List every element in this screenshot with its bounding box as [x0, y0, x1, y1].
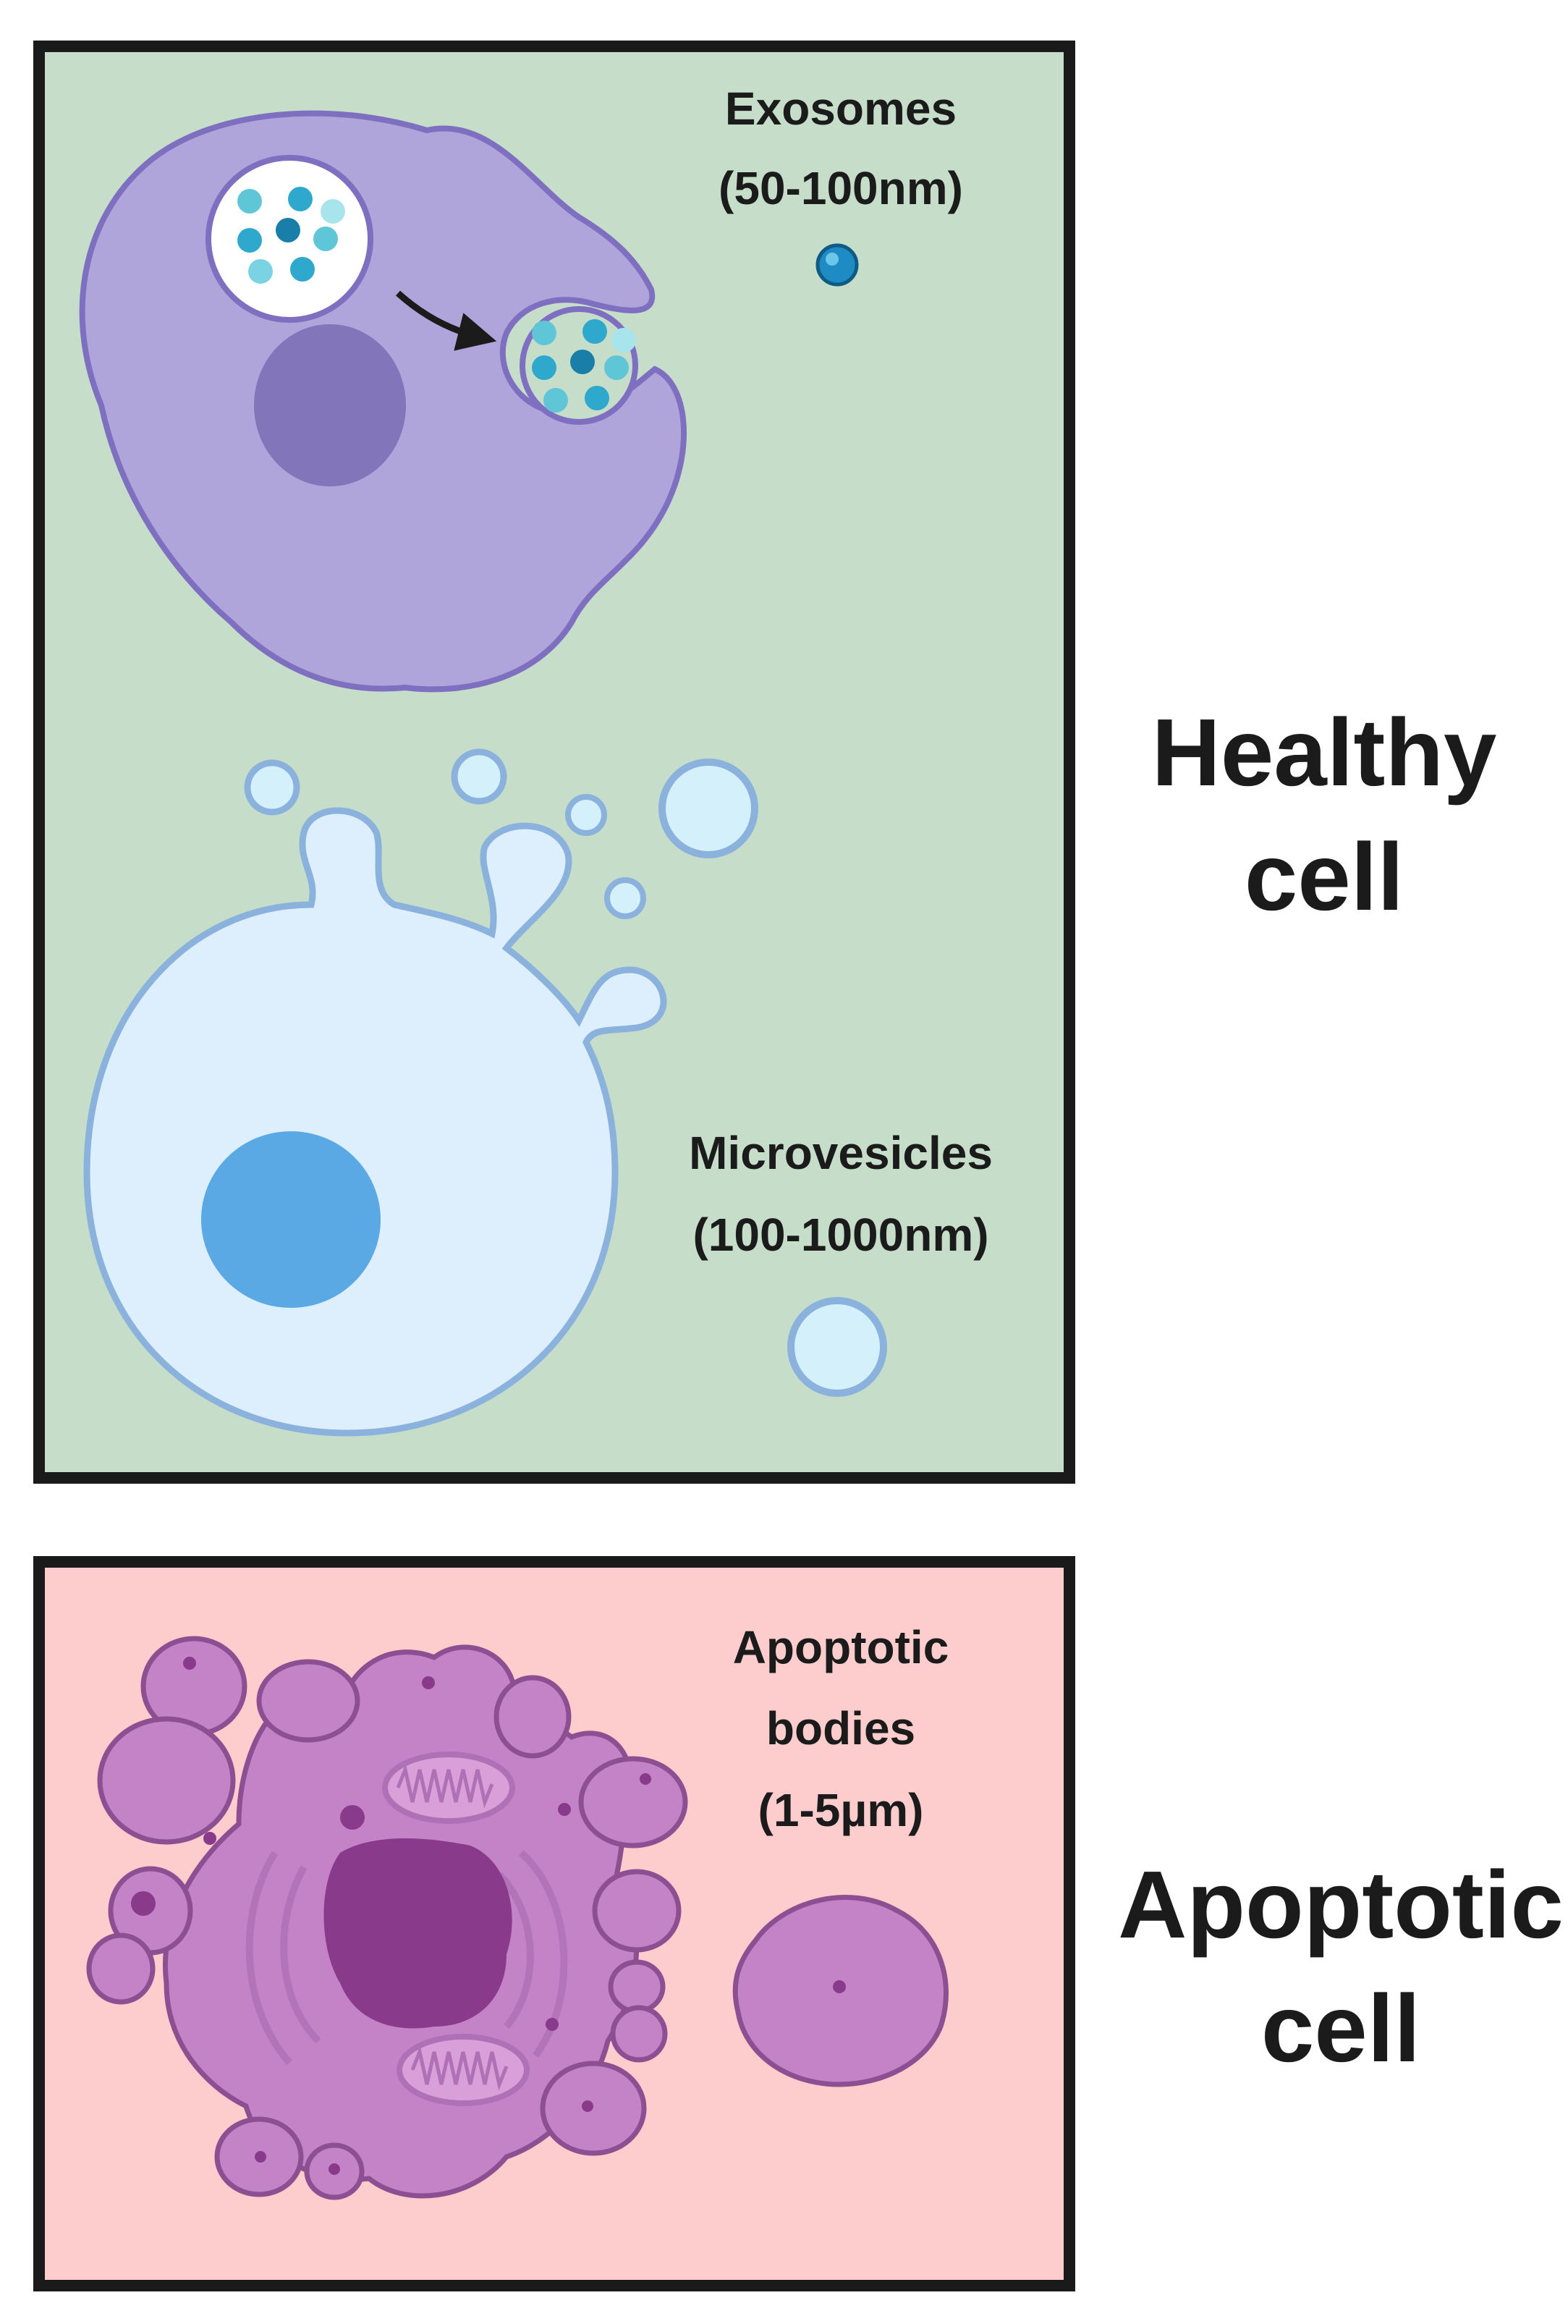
organelle-dot	[558, 1803, 571, 1816]
apoptotic-cell-label-line2: cell	[1261, 1975, 1420, 2082]
microvesicle	[787, 1297, 887, 1397]
healthy-panel: Exosomes (50-100nm) Microvesicles (100-1…	[33, 41, 1075, 1484]
apoptotic-body	[610, 2005, 668, 2063]
bleb-dot	[183, 1657, 196, 1670]
apoptotic-body	[592, 1869, 682, 1953]
apoptotic-body	[578, 1756, 688, 1848]
release-arrow	[395, 290, 497, 351]
er-fold	[280, 1865, 321, 2044]
exocytosis-pocket	[520, 306, 638, 425]
apoptotic-bodies-label-line2: bodies	[766, 1702, 915, 1754]
apoptotic-cell	[163, 1644, 640, 2199]
microvesicles-size-label: (100-1000nm)	[692, 1209, 988, 1261]
exosome-dot	[611, 328, 636, 352]
bleb-dot	[422, 1676, 435, 1689]
healthy-cell-label: Healthy	[1152, 699, 1497, 806]
exosome-dot	[582, 319, 607, 344]
apoptotic-bodies-label: Apoptotic	[733, 1621, 949, 1673]
exosome-releasing-cell	[79, 110, 687, 693]
exosomes-size-label: (50-100nm)	[719, 162, 963, 214]
microvesicle	[658, 759, 758, 858]
exosome-dot	[585, 386, 609, 410]
mitochondrion-top	[382, 1752, 515, 1824]
mitochondrion-body	[397, 2034, 530, 2106]
bleb-dot	[329, 2163, 340, 2175]
exosome-dot	[313, 227, 338, 251]
intracellular-exosomes	[237, 187, 345, 284]
mitochondrion-body	[382, 1752, 515, 1824]
apoptotic-cell-label: Apoptotic	[1118, 1851, 1564, 1958]
apoptotic-body	[540, 2061, 647, 2156]
exosome-dot	[570, 350, 595, 374]
organelle-dot	[340, 1805, 365, 1830]
exosome-dot	[237, 228, 262, 253]
microvesicle-releasing-cell	[83, 807, 667, 1437]
endoplasmic-reticulum	[245, 1850, 568, 2066]
apoptotic-panel: Apoptotic bodies (1-5µm)	[33, 1556, 1075, 2291]
microvesicle	[604, 877, 646, 919]
exosome-cell-nucleus	[254, 324, 406, 486]
mitochondrion-cristae	[396, 1763, 494, 1809]
mitochondrion-bottom	[397, 2034, 530, 2106]
bleb-dot	[255, 2151, 266, 2163]
bleb-dot	[640, 1773, 651, 1785]
exosome-dot	[532, 321, 556, 345]
exosome-dot	[248, 259, 273, 284]
exosome-dot	[237, 189, 262, 214]
apoptotic-body	[608, 1959, 666, 2014]
microvesicle-cell-nucleus	[201, 1131, 381, 1308]
exosome-dot	[532, 355, 556, 380]
exosome-dot	[604, 355, 629, 380]
released-apoptotic-body-dot	[833, 1980, 846, 1993]
exosomes-label: Exosomes	[725, 83, 957, 135]
apoptotic-bodies-size-label: (1-5µm)	[758, 1784, 924, 1836]
exosome-dot	[543, 388, 568, 413]
er-fold	[245, 1851, 292, 2066]
exosome-dot	[290, 257, 315, 282]
bleb-dots	[131, 1657, 651, 2175]
exosome-dot	[288, 187, 313, 211]
free-exosome-highlight	[826, 253, 839, 266]
exosome-dot	[276, 218, 300, 242]
bleb-dot	[582, 2100, 593, 2112]
microvesicle	[244, 759, 300, 816]
er-fold	[496, 1872, 534, 2029]
organelle-dot	[203, 1832, 216, 1845]
er-fold	[518, 1850, 568, 2058]
free-exosome	[815, 243, 859, 287]
mitochondrion-cristae	[410, 2045, 509, 2091]
healthy-cell-label-line2: cell	[1245, 824, 1404, 930]
bleb-dot	[131, 1891, 156, 1916]
organelle-dot	[546, 2018, 559, 2031]
apoptotic-body	[493, 1675, 572, 1759]
microvesicle	[565, 794, 607, 836]
microvesicle	[451, 748, 507, 805]
microvesicles-label: Microvesicles	[689, 1127, 993, 1179]
apoptotic-body	[86, 1932, 156, 2005]
apoptotic-body	[256, 1659, 360, 1743]
apoptotic-body	[97, 1716, 236, 1845]
released-microvesicles	[244, 748, 887, 1397]
apoptotic-nucleus	[323, 1838, 512, 2029]
exosome-dot	[321, 199, 345, 224]
